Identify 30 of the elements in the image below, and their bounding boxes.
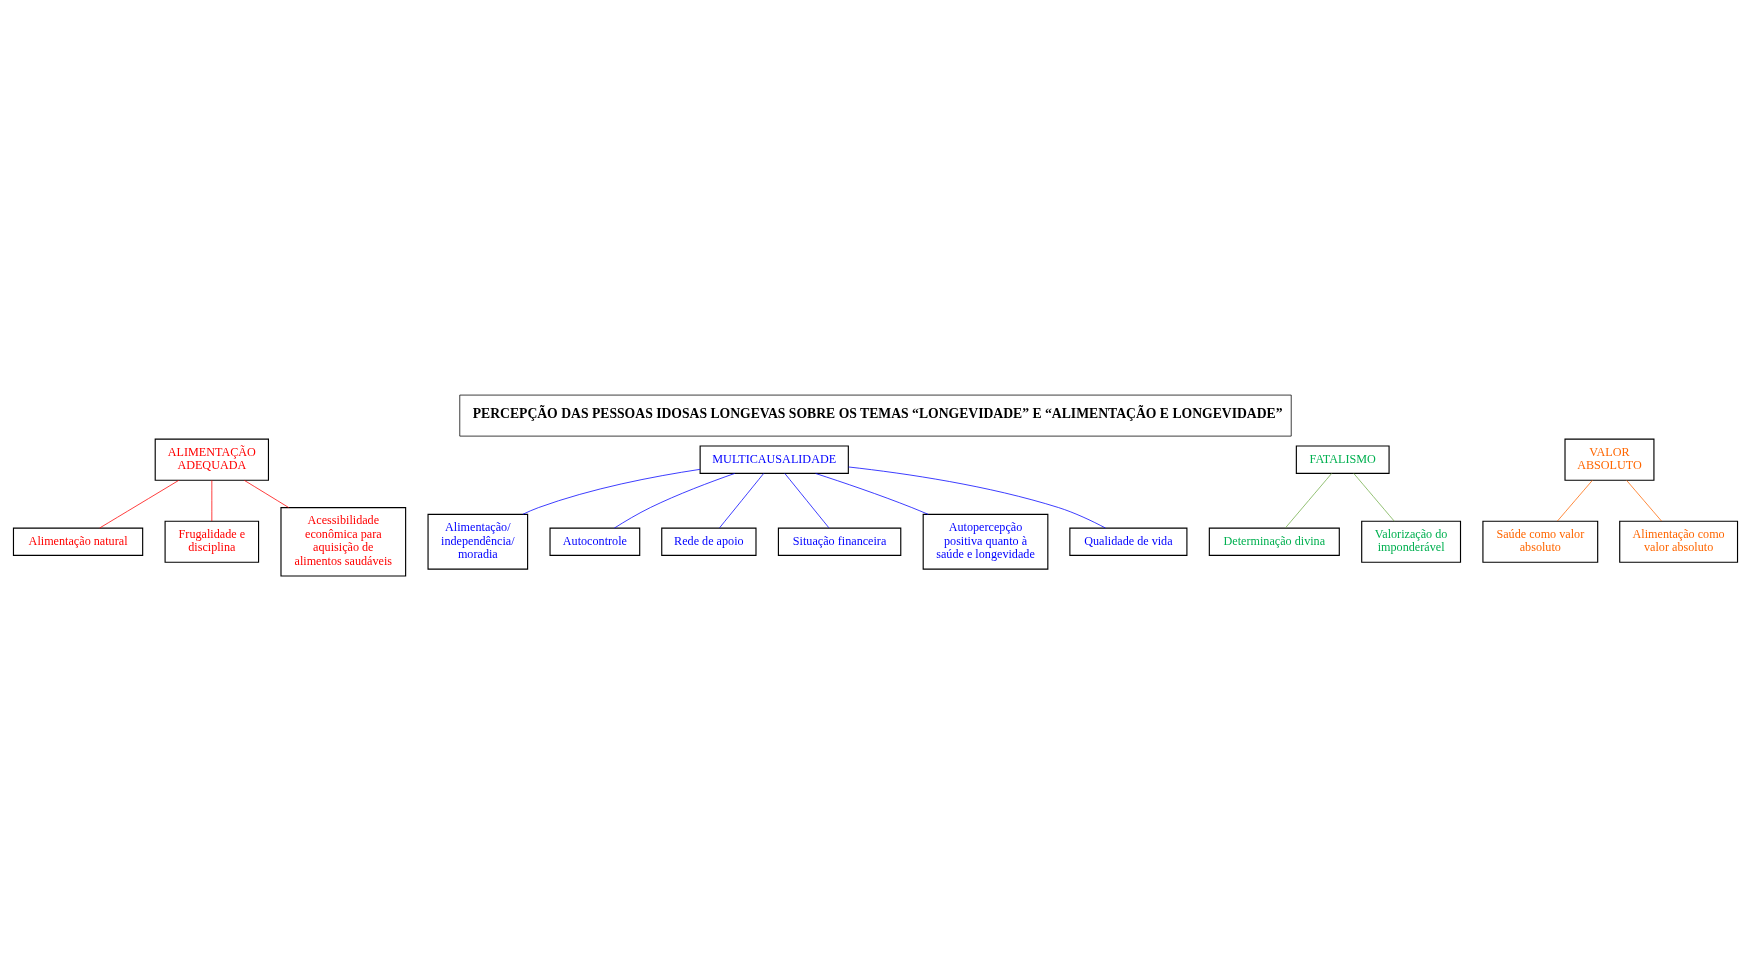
node-box: Alimentação/ independência/ moradia	[427, 513, 529, 570]
node-box: Rede de apoio	[661, 527, 757, 556]
node-box: Situação financeira	[777, 527, 902, 556]
connector	[848, 466, 1106, 529]
connector	[614, 473, 736, 529]
node-box: MULTICAUSALIDADE	[699, 445, 849, 474]
node-box: Qualidade de vida	[1069, 527, 1188, 556]
node-box: Frugalidade e disciplina	[164, 520, 260, 563]
connector	[1285, 473, 1333, 529]
connector	[1557, 479, 1593, 522]
node-box: FATALISMO	[1295, 445, 1390, 474]
node-box: ALIMENTAÇÃO ADEQUADA	[154, 438, 269, 481]
diagram-title: PERCEPÇÃO DAS PESSOAS IDOSAS LONGEVAS SOBRE OS TEMAS “LONGEVIDADE” E “ALIMENTAÇÃO E LONGEVIDADE”	[472, 406, 1283, 422]
node-box: Valorização do imponderável	[1361, 520, 1462, 563]
connector	[784, 473, 830, 529]
node-box: VALOR ABSOLUTO	[1564, 438, 1655, 481]
connector	[243, 479, 290, 508]
connector	[99, 479, 180, 529]
connector	[1353, 473, 1395, 522]
node-box: Autocontrole	[549, 527, 641, 556]
connector	[815, 473, 929, 515]
connector	[522, 469, 701, 515]
connector	[1626, 479, 1662, 522]
node-box: Acessibilidade econômica para aquisição de alimentos saudáveis	[280, 507, 407, 577]
node-box: Determinação divina	[1208, 527, 1340, 556]
node-box: Saúde como valor absoluto	[1482, 520, 1599, 563]
connector	[719, 473, 765, 529]
node-box: Autopercepção positiva quanto à saúde e longevidade	[922, 513, 1049, 570]
node-box: Alimentação como valor absoluto	[1619, 520, 1739, 563]
node-box: Alimentação natural	[12, 527, 144, 556]
